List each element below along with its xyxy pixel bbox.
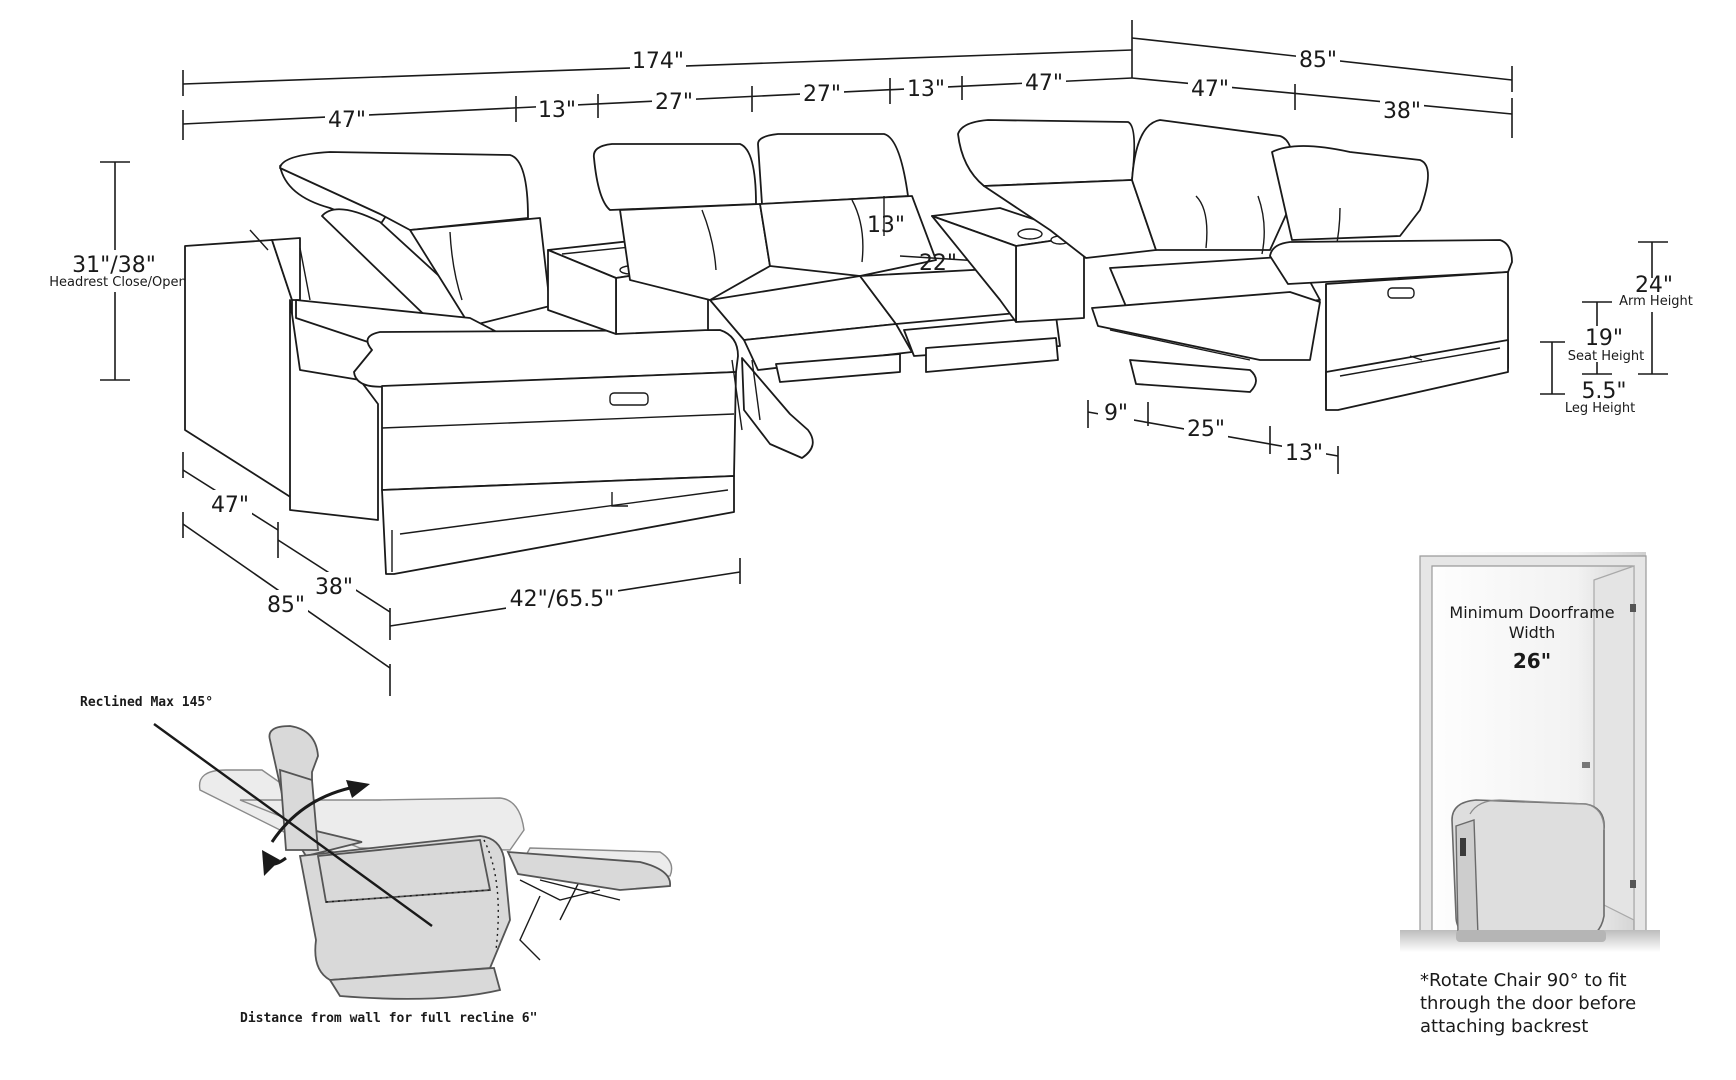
recline-length-label: 42"/65.5": [510, 587, 615, 612]
left-depth-85-label: 85": [267, 593, 305, 618]
headrest-height-dimension: 31"/38" Headrest Close/Open: [49, 161, 187, 381]
seg-27-b-label: 27": [803, 82, 841, 107]
right-height-dimensions: 24" Arm Height 19" Seat Height 5.5" Leg …: [1540, 241, 1693, 416]
seat-width-22-label: 22": [919, 251, 957, 276]
seat-height-label: 19": [1585, 326, 1623, 351]
doorframe-note-line3: attaching backrest: [1420, 1016, 1588, 1037]
recliner-recline-diagram: Reclined Max 145° Distance from wall for…: [80, 695, 673, 1026]
sectional-sofa-illustration: 13" 22": [184, 119, 1513, 575]
reclined-max-label: Reclined Max 145°: [80, 695, 213, 710]
seg-13-b-label: 13": [907, 77, 945, 102]
headrest-height-label: 31"/38": [72, 253, 156, 278]
doorframe-diagram: Minimum Doorframe Width 26" *Rotate Chai…: [1400, 552, 1660, 1037]
doorframe-note-line2: through the door before: [1420, 993, 1636, 1014]
seg-13-a-label: 13": [538, 98, 576, 123]
top-dimension-lines: [182, 20, 1513, 140]
seg-47-mid-label: 47": [1025, 71, 1063, 96]
top-dimension-labels: 174" 85" 47" 13" 27" 27" 13" 47" 47" 38": [325, 46, 1424, 133]
doorframe-width-value: 26": [1513, 649, 1551, 673]
seg-38-right-label: 38": [1383, 99, 1421, 124]
seg-47-right-label: 47": [1191, 77, 1229, 102]
doorframe-title-line1: Minimum Doorframe: [1449, 603, 1614, 622]
arm-height-caption: Arm Height: [1619, 294, 1693, 309]
leg-height-caption: Leg Height: [1565, 401, 1635, 416]
left-depth-47-label: 47": [211, 493, 249, 518]
doorframe-title-line2: Width: [1509, 623, 1555, 642]
footrest-13-label: 13": [1285, 441, 1323, 466]
seat-depth-13-label: 13": [867, 213, 905, 238]
headrest-caption: Headrest Close/Open: [49, 275, 187, 290]
footrest-9-label: 9": [1104, 401, 1128, 426]
total-width-label: 174": [632, 49, 684, 74]
footrest-dimensions: 9" 25" 13": [1087, 400, 1339, 474]
seg-27-a-label: 27": [655, 90, 693, 115]
leg-height-label: 5.5": [1581, 379, 1626, 404]
wall-distance-note: Distance from wall for full recline 6": [240, 1011, 537, 1026]
seat-height-caption: Seat Height: [1568, 349, 1644, 364]
seg-47-left-label: 47": [328, 108, 366, 133]
doorframe-note-line1: *Rotate Chair 90° to fit: [1420, 970, 1627, 991]
footrest-25-label: 25": [1187, 417, 1225, 442]
left-depth-38-label: 38": [315, 575, 353, 600]
arm-height-label: 24": [1635, 273, 1673, 298]
left-depth-dimensions: 47" 38" 85" 42"/65.5": [182, 452, 741, 696]
right-depth-top-label: 85": [1299, 48, 1337, 73]
